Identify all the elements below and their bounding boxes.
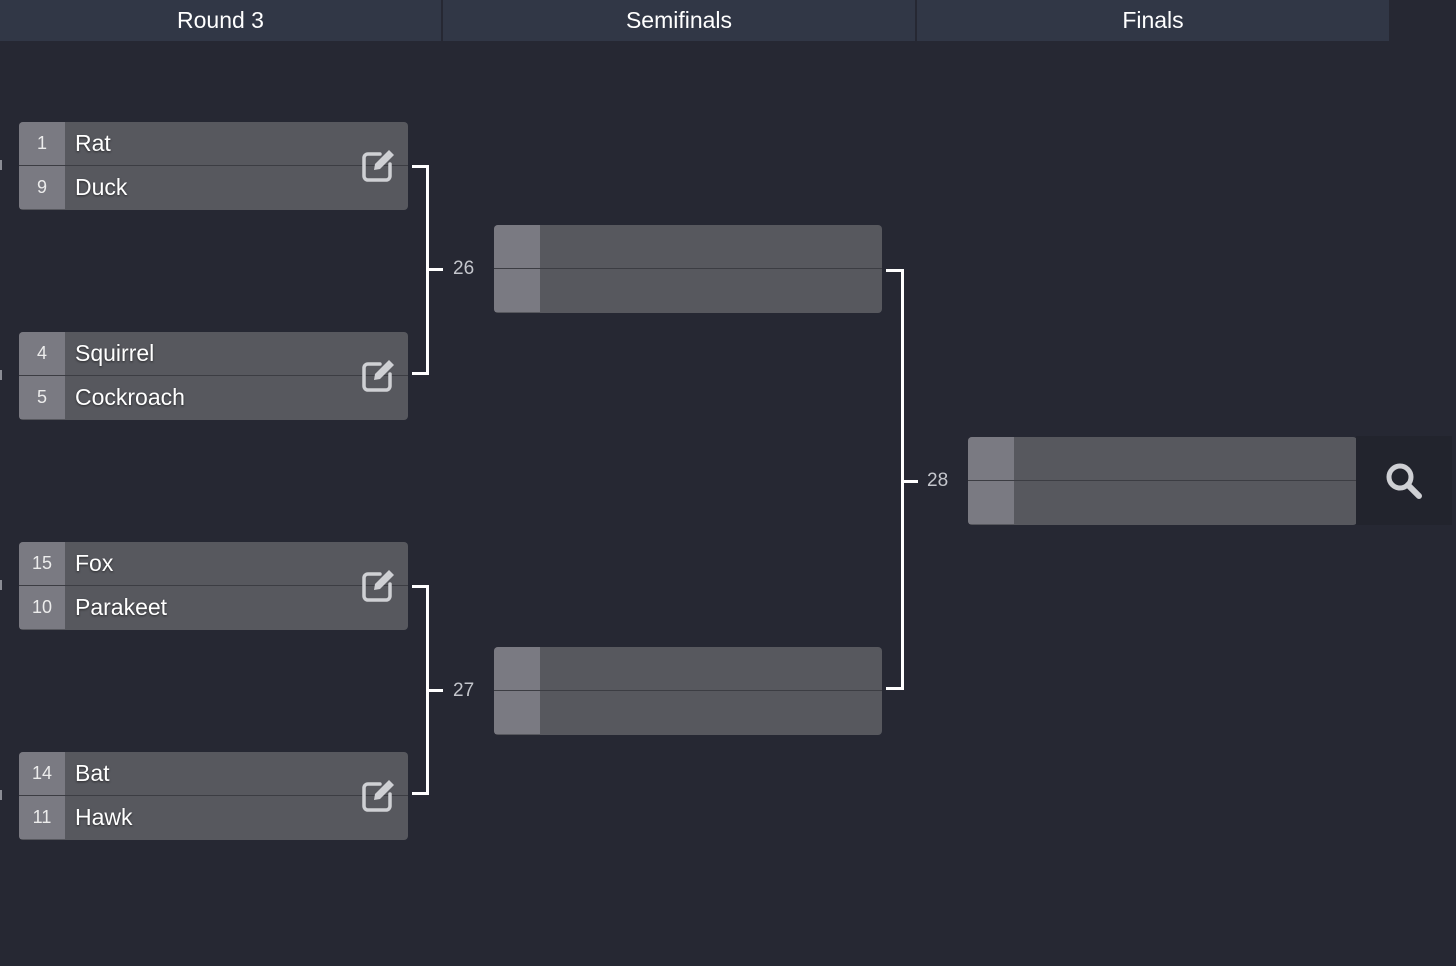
seed-number: 5	[19, 376, 65, 419]
edit-icon	[362, 570, 394, 602]
team-name: Cockroach	[75, 384, 185, 410]
search-icon	[1386, 463, 1422, 499]
team-name: Parakeet	[75, 594, 168, 620]
match-slot-top[interactable]	[494, 647, 882, 690]
round-header-semifinals: Semifinals	[443, 0, 915, 41]
offscreen-connector-mark	[0, 160, 2, 170]
match-slot-top[interactable]: 4 Squirrel	[19, 332, 408, 375]
slot-divider	[494, 268, 882, 269]
team-name: Duck	[75, 174, 128, 200]
edit-icon	[362, 360, 394, 392]
bracket-connector	[412, 165, 429, 375]
view-match-button[interactable]	[1356, 436, 1452, 525]
match-card-round3-3[interactable]: 15 Fox 10 Parakeet	[19, 542, 408, 630]
edit-match-button[interactable]	[358, 566, 398, 606]
match-slot-bottom[interactable]: 10 Parakeet	[19, 586, 408, 629]
match-card-semifinal-1[interactable]	[494, 225, 882, 313]
match-slot-bottom[interactable]: 11 Hawk	[19, 796, 408, 839]
match-slot-top[interactable]: 1 Rat	[19, 122, 408, 165]
seed-number	[968, 481, 1014, 524]
match-slot-bottom[interactable]	[968, 481, 1357, 524]
round-header-finals: Finals	[917, 0, 1389, 41]
offscreen-connector-mark	[0, 790, 2, 800]
seed-number: 11	[19, 796, 65, 839]
match-slot-top[interactable]	[968, 437, 1357, 480]
offscreen-connector-mark	[0, 370, 2, 380]
match-slot-bottom[interactable]: 5 Cockroach	[19, 376, 408, 419]
edit-match-button[interactable]	[358, 356, 398, 396]
bracket-connector-stub	[904, 480, 918, 483]
seed-number	[494, 269, 540, 312]
slot-divider	[19, 585, 408, 586]
match-slot-bottom[interactable]	[494, 691, 882, 734]
match-card-semifinal-2[interactable]	[494, 647, 882, 735]
match-slot-top[interactable]: 14 Bat	[19, 752, 408, 795]
team-name: Squirrel	[75, 340, 155, 366]
seed-number	[494, 647, 540, 690]
slot-divider	[968, 480, 1357, 481]
bracket-connector	[412, 585, 429, 795]
seed-number: 4	[19, 332, 65, 375]
offscreen-connector-mark	[0, 580, 2, 590]
match-slot-bottom[interactable]: 9 Duck	[19, 166, 408, 209]
team-name: Fox	[75, 550, 114, 576]
slot-divider	[19, 795, 408, 796]
slot-divider	[19, 375, 408, 376]
seed-number: 10	[19, 586, 65, 629]
seed-number	[494, 691, 540, 734]
match-card-final[interactable]	[968, 437, 1357, 525]
match-slot-bottom[interactable]	[494, 269, 882, 312]
team-name: Bat	[75, 760, 110, 786]
edit-icon	[362, 150, 394, 182]
team-name: Rat	[75, 130, 111, 156]
seed-number: 9	[19, 166, 65, 209]
match-number: 28	[927, 470, 949, 491]
seed-number: 15	[19, 542, 65, 585]
slot-divider	[19, 165, 408, 166]
edit-match-button[interactable]	[358, 776, 398, 816]
bracket-connector-stub	[429, 689, 443, 692]
seed-number: 14	[19, 752, 65, 795]
match-number: 27	[453, 680, 475, 701]
seed-number	[968, 437, 1014, 480]
slot-divider	[494, 690, 882, 691]
seed-number: 1	[19, 122, 65, 165]
match-card-round3-4[interactable]: 14 Bat 11 Hawk	[19, 752, 408, 840]
match-slot-top[interactable]: 15 Fox	[19, 542, 408, 585]
team-name: Hawk	[75, 804, 133, 830]
match-card-round3-2[interactable]: 4 Squirrel 5 Cockroach	[19, 332, 408, 420]
bracket-connector-stub	[429, 268, 443, 271]
match-number: 26	[453, 258, 475, 279]
bracket-connector	[886, 269, 904, 690]
edit-icon	[362, 780, 394, 812]
seed-number	[494, 225, 540, 268]
edit-match-button[interactable]	[358, 146, 398, 186]
round-header-round-3: Round 3	[0, 0, 441, 41]
match-slot-top[interactable]	[494, 225, 882, 268]
match-card-round3-1[interactable]: 1 Rat 9 Duck	[19, 122, 408, 210]
